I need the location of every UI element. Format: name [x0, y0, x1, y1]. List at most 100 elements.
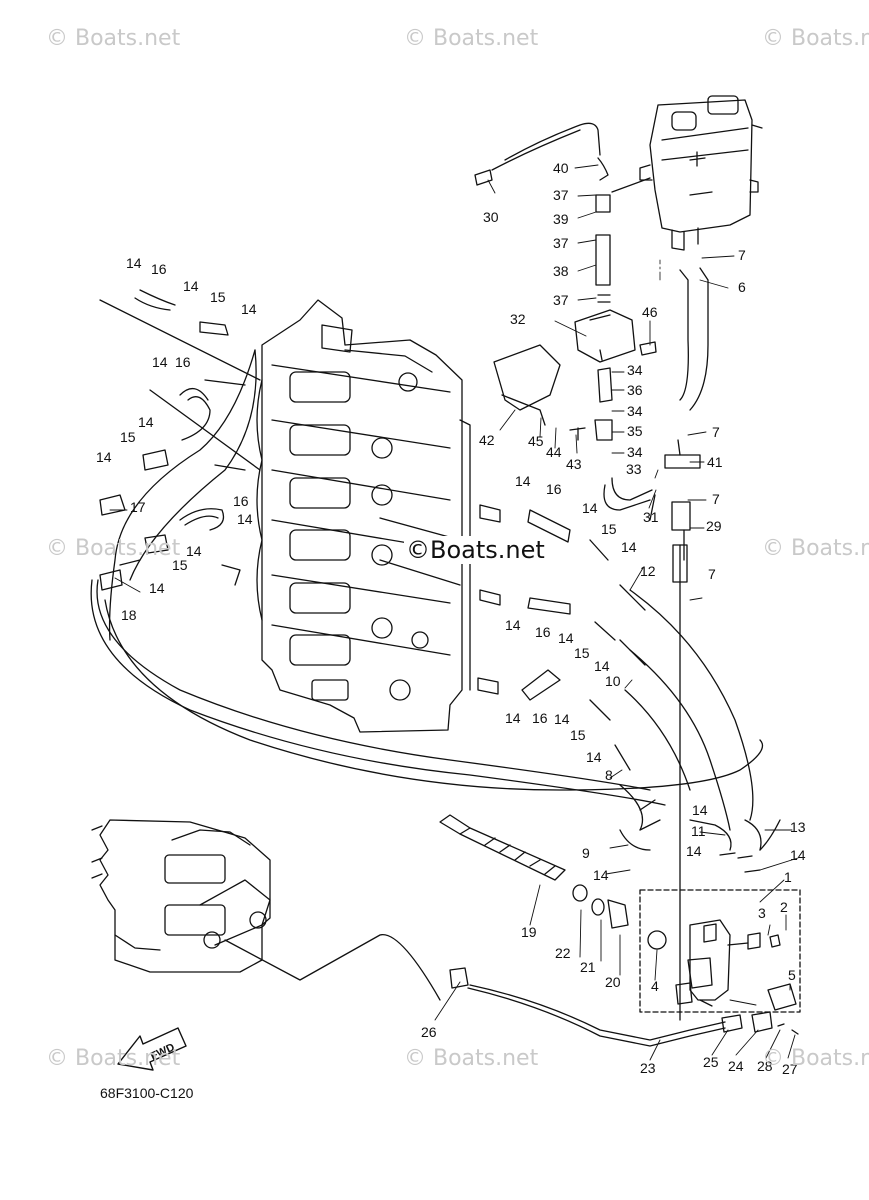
part-label-26: 26	[421, 1024, 437, 1040]
part-label-14a: 14	[126, 255, 142, 271]
part-label-34a: 34	[627, 362, 643, 378]
part-label-14i: 14	[149, 580, 165, 596]
watermark-top-left: © Boats.net	[46, 26, 181, 51]
part-label-14j: 14	[515, 473, 531, 489]
part-label-14b: 14	[183, 278, 199, 294]
part-label-45: 45	[528, 433, 544, 449]
part-label-15e: 15	[574, 645, 590, 661]
part-label-11: 11	[691, 823, 706, 839]
part-label-14s: 14	[692, 802, 708, 818]
part-label-27: 27	[782, 1061, 798, 1077]
part-label-24: 24	[728, 1058, 744, 1074]
part-label-41: 41	[707, 454, 723, 470]
watermark-center: ©Boats.net	[404, 536, 547, 564]
shaft-illustration	[439, 814, 667, 950]
part-label-7d: 7	[708, 566, 716, 582]
part-label-14o: 14	[594, 658, 610, 674]
part-label-14l: 14	[621, 539, 637, 555]
part-label-42: 42	[479, 432, 495, 448]
part-label-44: 44	[546, 444, 562, 460]
watermark-mid-left: © Boats.net	[46, 536, 181, 561]
part-label-5: 5	[788, 967, 796, 983]
part-label-34b: 34	[627, 403, 643, 419]
part-label-19: 19	[521, 924, 537, 940]
part-label-23: 23	[640, 1060, 656, 1076]
part-label-28: 28	[757, 1058, 773, 1074]
cylinder-block-illustration	[256, 299, 471, 733]
part-label-21: 21	[580, 959, 596, 975]
part-callouts: 1 2 3 4 5 6 7 7 7 7 8 9 10 11 12 13 14 1…	[96, 160, 806, 1077]
part-label-14n: 14	[558, 630, 574, 646]
part-label-14f: 14	[96, 449, 112, 465]
part-label-15c: 15	[172, 557, 188, 573]
part-label-7c: 7	[712, 491, 720, 507]
part-label-14h: 14	[186, 543, 202, 559]
watermark-bottom-right: © Boats.net	[762, 1046, 869, 1071]
part-label-15a: 15	[210, 289, 226, 305]
part-label-8: 8	[605, 767, 613, 783]
part-label-36: 36	[627, 382, 643, 398]
part-label-37c: 37	[553, 292, 569, 308]
leader-lines	[109, 164, 799, 1061]
part-label-7: 7	[738, 247, 746, 263]
part-label-18: 18	[121, 607, 137, 623]
part-label-25: 25	[703, 1054, 719, 1070]
part-label-16c: 16	[233, 493, 249, 509]
part-label-37b: 37	[553, 235, 569, 251]
watermark-top-right: © Boats.net	[762, 26, 869, 51]
part-label-14k: 14	[582, 500, 598, 516]
part-label-40: 40	[553, 160, 569, 176]
part-label-33: 33	[626, 461, 642, 477]
part-label-14r: 14	[586, 749, 602, 765]
small-parts	[99, 157, 799, 1035]
diagram-code: 68F3100-C120	[100, 1085, 194, 1101]
oil-tank-illustration	[639, 95, 763, 251]
watermark-bottom-left: © Boats.net	[46, 1046, 181, 1071]
part-label-20: 20	[605, 974, 621, 990]
oil-pump-illustration	[675, 919, 749, 1007]
part-label-16e: 16	[535, 624, 551, 640]
part-label-10: 10	[605, 673, 621, 689]
part-label-17: 17	[130, 499, 146, 515]
part-label-14u: 14	[790, 847, 806, 863]
part-label-16a: 16	[151, 261, 167, 277]
assembly-bracket-1	[639, 889, 801, 1013]
part-label-37a: 37	[553, 187, 569, 203]
part-label-6: 6	[738, 279, 746, 295]
part-label-43: 43	[566, 456, 582, 472]
part-label-14e: 14	[138, 414, 154, 430]
part-label-13: 13	[790, 819, 806, 835]
watermark-bottom-center: © Boats.net	[404, 1046, 539, 1071]
part-label-16d: 16	[546, 481, 562, 497]
part-label-34c: 34	[627, 444, 643, 460]
part-label-14p: 14	[505, 710, 521, 726]
watermark-mid-right: © Boats.net	[762, 536, 869, 561]
part-label-14c: 14	[241, 301, 257, 317]
part-label-15b: 15	[120, 429, 136, 445]
part-label-31: 31	[643, 509, 659, 525]
part-label-3: 3	[758, 905, 766, 921]
part-label-16b: 16	[175, 354, 191, 370]
part-label-38: 38	[553, 263, 569, 279]
part-label-14d: 14	[152, 354, 168, 370]
part-label-29: 29	[706, 518, 722, 534]
part-label-12: 12	[640, 563, 656, 579]
part-label-7b: 7	[712, 424, 720, 440]
part-label-15f: 15	[570, 727, 586, 743]
part-label-30: 30	[483, 209, 499, 225]
part-label-14v: 14	[593, 867, 609, 883]
fwd-arrow-icon	[117, 1027, 187, 1071]
part-label-39: 39	[553, 211, 569, 227]
part-label-14t: 14	[686, 843, 702, 859]
part-label-32: 32	[510, 311, 526, 327]
watermark-top-center: © Boats.net	[404, 26, 539, 51]
part-label-14g: 14	[237, 511, 253, 527]
part-label-22: 22	[555, 945, 571, 961]
lower-block-illustration	[91, 819, 271, 973]
part-label-4: 4	[651, 978, 659, 994]
part-label-46: 46	[642, 304, 658, 320]
part-label-15d: 15	[601, 521, 617, 537]
part-label-1: 1	[784, 869, 792, 885]
part-label-2: 2	[780, 899, 788, 915]
